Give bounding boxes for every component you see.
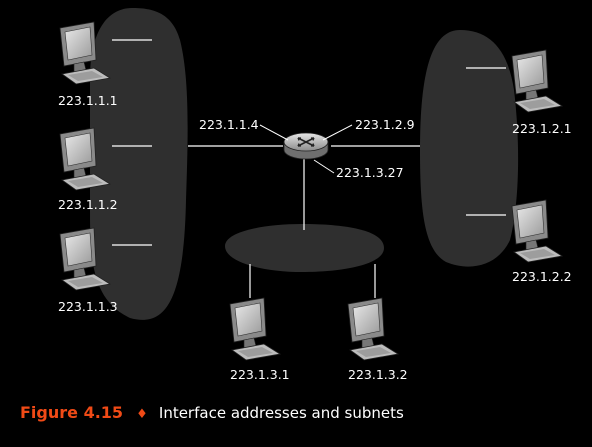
subnet-223-1-3-blob [225,224,384,272]
router-interface-label: 223.1.1.4 [199,117,259,132]
interface-leader-line [313,159,335,174]
host-address-label: 223.1.1.1 [58,93,118,108]
caption-separator: ♦ [136,407,148,422]
subnet-223-1-1-blob [90,8,188,320]
figure-caption: Figure 4.15 ♦ Interface addresses and su… [20,403,404,422]
host-address-label: 223.1.3.1 [230,367,290,382]
host-address-label: 223.1.2.2 [512,269,572,284]
host-223-1-3-2-icon[interactable] [347,297,399,361]
host-address-label: 223.1.1.3 [58,299,118,314]
figure-number: Figure 4.15 [20,403,123,422]
subnet-223-1-3-links [249,158,376,298]
host-223-1-2-1-icon[interactable] [511,49,563,113]
subnet-223-1-2-links [331,67,506,216]
caption-text: Interface addresses and subnets [159,404,404,422]
subnet-223-1-1-links [112,39,283,246]
host-223-1-3-1-icon[interactable] [229,297,281,361]
host-223-1-2-2-icon[interactable] [511,199,563,263]
router-interface-label: 223.1.3.27 [336,165,404,180]
host-address-label: 223.1.1.2 [58,197,118,212]
interface-leader-line [322,124,353,141]
host-address-label: 223.1.2.1 [512,121,572,136]
host-address-label: 223.1.3.2 [348,367,408,382]
interface-leader-line [259,124,289,141]
router-interface-label: 223.1.2.9 [355,117,415,132]
subnet-223-1-2-blob [420,30,519,267]
router-icon[interactable] [283,132,329,160]
